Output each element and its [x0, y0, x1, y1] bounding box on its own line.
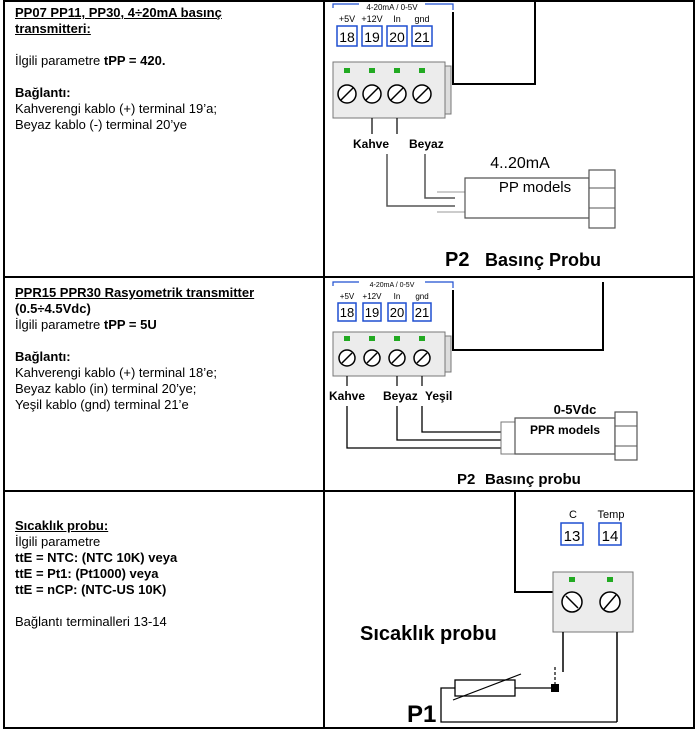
led-indicator [394, 68, 400, 73]
row2-title-line1: PPR15 PPR30 Rasyometrik transmitter [15, 285, 255, 300]
terminal-box [598, 522, 622, 546]
terminal-number: 21 [414, 29, 430, 45]
sensor-signal: 0-5Vdc [554, 402, 597, 417]
terminal-number: 13 [564, 528, 581, 545]
led-indicator [419, 68, 425, 73]
row2-text: PPR15 PPR30 Rasyometrik transmitter (0.5… [15, 285, 315, 413]
terminal-number: 20 [390, 305, 404, 320]
row2-conn-line: Yeşil kablo (gnd) terminal 21’e [15, 397, 189, 412]
param-prefix: İlgili parametre [15, 317, 104, 332]
wire-label: Beyaz [383, 389, 418, 403]
probe-id: P2 [445, 249, 469, 271]
row1-title-line2: transmitteri: [15, 21, 91, 36]
param-value: tPP = 420. [103, 53, 166, 68]
led-indicator [344, 68, 350, 73]
row3-param-label: İlgili parametre [15, 534, 101, 549]
probe-id: P1 [407, 701, 436, 728]
terminal-number: 20 [389, 29, 405, 45]
terminal-number: 19 [365, 305, 379, 320]
terminal-label: In [394, 292, 401, 301]
led-indicator [369, 336, 375, 341]
led-indicator [394, 336, 400, 341]
terminal-box [361, 25, 383, 47]
terminal-number: 19 [364, 29, 380, 45]
wiring-table: PP07 PP11, PP30, 4÷20mA basınç transmitt… [3, 0, 695, 729]
wire-label: Yeşil [425, 389, 452, 403]
param-value: tPP = 5U [103, 317, 157, 332]
row2-title-line2: (0.5÷4.5Vdc) [15, 301, 91, 316]
row1-param: İlgili parametre tPP = 420. [15, 53, 315, 69]
row-divider [5, 276, 693, 278]
terminal-number: 18 [340, 305, 354, 320]
row2-param: İlgili parametre tPP = 5U [15, 317, 315, 333]
terminal-box [362, 302, 382, 322]
terminal-box [412, 302, 432, 322]
row3-title: Sıcaklık probu: [15, 518, 109, 533]
row3-param-line: ttE = Pt1: (Pt1000) veya [15, 566, 159, 581]
probe-name: Basınç probu [485, 471, 581, 488]
pressure-probe-diagram-2: 4-20mA / 0-5V +5V +12V In gnd 18 19 20 2… [329, 281, 638, 488]
led-indicator [569, 577, 575, 582]
terminal-label: C [569, 509, 577, 521]
terminal-label: Temp [598, 509, 625, 521]
row3-terminals-text: Bağlantı terminalleri 13-14 [15, 614, 167, 629]
range-label: 4-20mA / 0-5V [366, 3, 418, 12]
row1-conn-heading: Bağlantı: [15, 85, 71, 100]
wire-label: Kahve [329, 389, 365, 403]
sensor-model: PP models [499, 179, 571, 196]
row1-title-line1: PP07 PP11, PP30, 4÷20mA basınç [15, 5, 222, 20]
temperature-probe-diagram: C Temp 13 14 Sıcaklık probu P1 [360, 492, 634, 728]
column-divider [323, 2, 325, 727]
sensor-nut [588, 169, 616, 229]
row3-param-line: ttE = nCP: (NTC-US 10K) [15, 582, 167, 597]
row2-conn-line: Beyaz kablo (in) terminal 20’ye; [15, 381, 197, 396]
led-indicator [419, 336, 425, 341]
row-divider [5, 490, 693, 492]
probe-name: Basınç Probu [485, 250, 601, 270]
led-indicator [607, 577, 613, 582]
sensor-model: PPR models [530, 423, 600, 437]
terminal-box [560, 522, 584, 546]
terminal-box [387, 302, 407, 322]
wire-label: Beyaz [409, 137, 444, 151]
row3-text: Sıcaklık probu: İlgili parametre ttE = N… [15, 518, 315, 630]
row3-param-line: ttE = NTC: (NTC 10K) veya [15, 550, 178, 565]
row1-conn-line: Kahverengi kablo (+) terminal 19’a; [15, 101, 217, 116]
row1-text: PP07 PP11, PP30, 4÷20mA basınç transmitt… [15, 5, 315, 133]
terminal-number: 18 [339, 29, 355, 45]
terminal-number: 14 [602, 528, 619, 545]
row2-conn-heading: Bağlantı: [15, 349, 71, 364]
terminal-label: gnd [415, 292, 428, 301]
probe-id: P2 [457, 471, 475, 488]
terminal-box [386, 25, 408, 47]
terminal-label: In [393, 14, 401, 24]
terminal-label: +12V [363, 292, 383, 301]
row1-conn-line: Beyaz kablo (-) terminal 20’ye [15, 117, 187, 132]
range-label: 4-20mA / 0-5V [370, 282, 415, 289]
led-indicator [369, 68, 375, 73]
terminal-label: +5V [340, 292, 355, 301]
terminal-box [337, 302, 357, 322]
pressure-probe-diagram-1: 4-20mA / 0-5V +5V +12V In gnd 18 19 20 2… [332, 2, 616, 271]
terminal-label: gnd [414, 14, 429, 24]
sensor-signal: 4..20mA [490, 155, 550, 172]
terminal-label: +5V [339, 14, 355, 24]
probe-name: Sıcaklık probu [360, 623, 497, 645]
row2-conn-line: Kahverengi kablo (+) terminal 18’e; [15, 365, 217, 380]
terminal-label: +12V [361, 14, 382, 24]
terminal-box [411, 25, 433, 47]
sensor-nut [614, 411, 638, 461]
led-indicator [344, 336, 350, 341]
wire-label: Kahve [353, 137, 389, 151]
terminal-box [336, 25, 358, 47]
param-prefix: İlgili parametre [15, 53, 104, 68]
terminal-number: 21 [415, 305, 429, 320]
